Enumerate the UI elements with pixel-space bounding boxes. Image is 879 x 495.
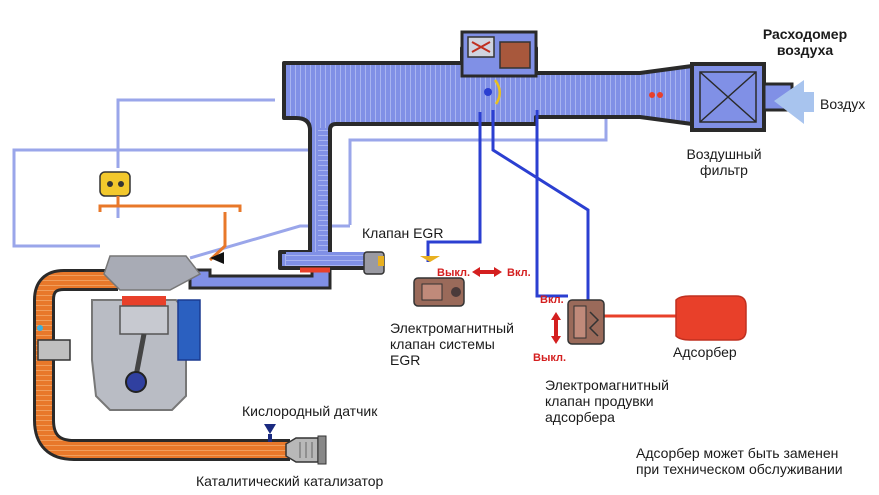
egr-solenoid	[413, 277, 465, 307]
oxygen-sensor	[264, 424, 276, 442]
vacuum-lines	[426, 110, 590, 300]
catalytic-converter	[285, 435, 327, 465]
egr-valve-label: Клапан EGR	[362, 225, 444, 241]
purge-off-state: Выкл.	[533, 352, 567, 364]
purge-state-arrow	[551, 312, 561, 344]
canister-label: Адсорбер	[673, 344, 737, 360]
catalytic-converter-label: Каталитический катализатор	[196, 473, 384, 489]
egr-valve	[363, 251, 440, 275]
oxygen-sensor-label: Кислородный датчик	[242, 403, 378, 419]
throttle-body	[460, 30, 538, 105]
purge-solenoid	[567, 299, 605, 345]
engine-block	[37, 255, 202, 411]
maintenance-note: Адсорбер может быть заменен при техничес…	[636, 445, 843, 477]
pressure-marker-icon	[210, 252, 224, 264]
air-in-label: Воздух	[820, 96, 866, 112]
map-sensor	[98, 171, 242, 262]
intake-manifold	[188, 46, 694, 290]
reference-vacuum-lines	[12, 98, 608, 260]
purge-on-state: Вкл.	[540, 294, 564, 306]
egr-off-state: Выкл.	[437, 267, 471, 279]
air-filter-label: Воздушный фильтр	[686, 146, 762, 178]
egr-on-state: Вкл.	[507, 267, 531, 279]
egr-solenoid-label: Электромагнитный клапан системы EGR	[390, 320, 514, 368]
purge-solenoid-label: Электромагнитный клапан продувки адсорбе…	[545, 377, 669, 425]
air-flow-meter-label: Расходомер воздуха	[762, 26, 848, 58]
egr-state-arrow	[472, 267, 502, 277]
air-inlet-arrow	[774, 80, 814, 124]
exhaust-system	[33, 267, 330, 461]
canister	[675, 295, 747, 341]
